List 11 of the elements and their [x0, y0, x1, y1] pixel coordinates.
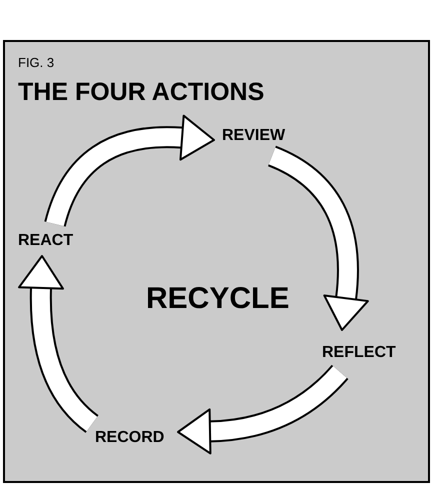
figure-number: FIG. 3 [18, 56, 54, 69]
curved-arrow [177, 364, 348, 454]
curved-arrow [268, 146, 369, 331]
action-label: REACT [18, 233, 74, 249]
action-label: REVIEW [222, 128, 286, 144]
diagram-title: THE FOUR ACTIONS [18, 80, 264, 105]
center-label: RECYCLE [146, 284, 290, 314]
curved-arrow [18, 255, 99, 433]
action-label: REFLECT [322, 345, 396, 361]
action-label: RECORD [95, 430, 164, 446]
curved-arrow [44, 114, 215, 228]
